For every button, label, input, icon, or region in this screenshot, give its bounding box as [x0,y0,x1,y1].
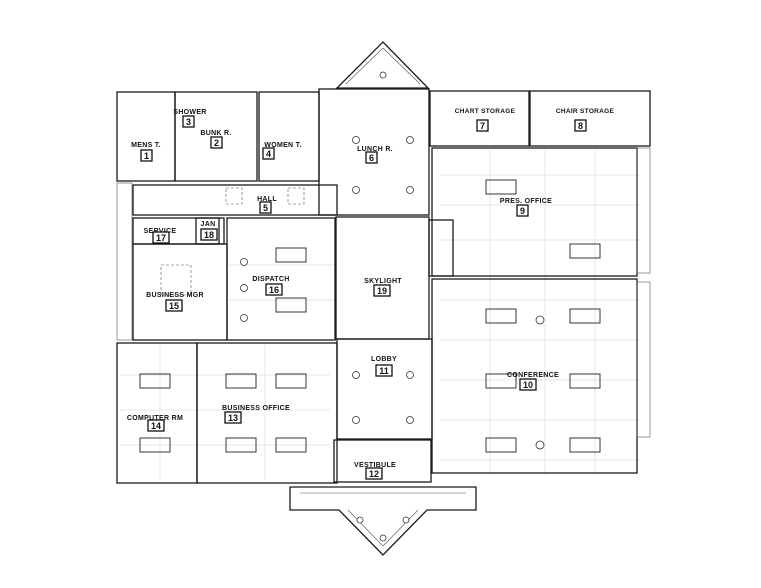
room-number-10: 10 [523,380,533,390]
room-shower: SHOWER 3 [173,109,206,128]
room-number-17: 17 [156,233,166,243]
room-number-3: 3 [186,117,191,127]
room-conference: CONFERENCE 10 [507,372,559,391]
room-number-2: 2 [214,138,219,148]
room-vestibule: VESTIBULE 12 [354,462,396,480]
room-label-chart-storage: CHART STORAGE [455,108,516,115]
room-number-15: 15 [169,301,179,311]
room-label-lunch-r: LUNCH R. [357,146,393,153]
room-number-14: 14 [151,421,161,431]
room-label-lobby: LOBBY [371,356,397,363]
room-skylight: SKYLIGHT 19 [364,278,402,297]
room-computer-rm: COMPUTER RM 14 [127,415,183,432]
ceiling-grid [120,150,640,480]
room-label-business-mgr: BUSINESS MGR [146,292,204,299]
room-number-4: 4 [266,149,271,159]
room-label-mens-t: MENS T. [131,142,161,149]
room-number-19: 19 [377,286,387,296]
room-label-hall: HALL [257,196,277,203]
room-label-bunk-r: BUNK R. [200,130,231,137]
room-label-chair-storage: CHAIR STORAGE [556,108,615,115]
room-lunch-r: LUNCH R. 6 [357,146,393,164]
room-women-t: WOMEN T. 4 [262,142,301,160]
room-service: SERVICE 17 [144,228,176,244]
room-number-8: 8 [578,121,583,131]
room-number-7: 7 [480,121,485,131]
room-chair-storage: CHAIR STORAGE 8 [556,108,615,132]
room-label-conference: CONFERENCE [507,372,559,379]
room-number-11: 11 [379,366,389,376]
room-dispatch: DISPATCH 16 [252,276,289,296]
room-number-9: 9 [520,206,525,216]
room-number-16: 16 [269,285,279,295]
room-business-office: BUSINESS OFFICE 13 [222,405,290,424]
room-number-1: 1 [144,151,149,161]
light-fixtures [139,179,601,453]
room-label-shower: SHOWER [173,109,206,116]
room-lobby: LOBBY 11 [371,356,397,377]
room-labels: MENS T. 1 BUNK R. 2 SHOWER 3 WOMEN T. 4 … [127,108,615,480]
room-number-6: 6 [369,153,374,163]
room-label-computer-rm: COMPUTER RM [127,415,183,422]
room-pres-office: PRES. OFFICE 9 [500,198,552,217]
room-label-dispatch: DISPATCH [252,276,289,283]
room-number-18: 18 [204,230,214,240]
room-label-business-office: BUSINESS OFFICE [222,405,290,412]
room-label-skylight: SKYLIGHT [364,278,402,285]
room-jan: JAN 18 [200,221,218,241]
room-number-5: 5 [263,203,268,213]
room-number-13: 13 [228,413,238,423]
room-label-vestibule: VESTIBULE [354,462,396,469]
room-bunk-r: BUNK R. 2 [200,130,231,149]
room-business-mgr: BUSINESS MGR 15 [146,292,204,312]
downlights [240,71,545,542]
walls [116,41,651,556]
room-hall: HALL 5 [257,196,277,214]
room-chart-storage: CHART STORAGE 7 [455,108,516,132]
room-label-pres-office: PRES. OFFICE [500,198,552,205]
room-label-jan: JAN [201,221,216,228]
room-label-women-t: WOMEN T. [264,142,301,149]
room-mens-t: MENS T. 1 [131,142,161,162]
room-number-12: 12 [369,469,379,479]
